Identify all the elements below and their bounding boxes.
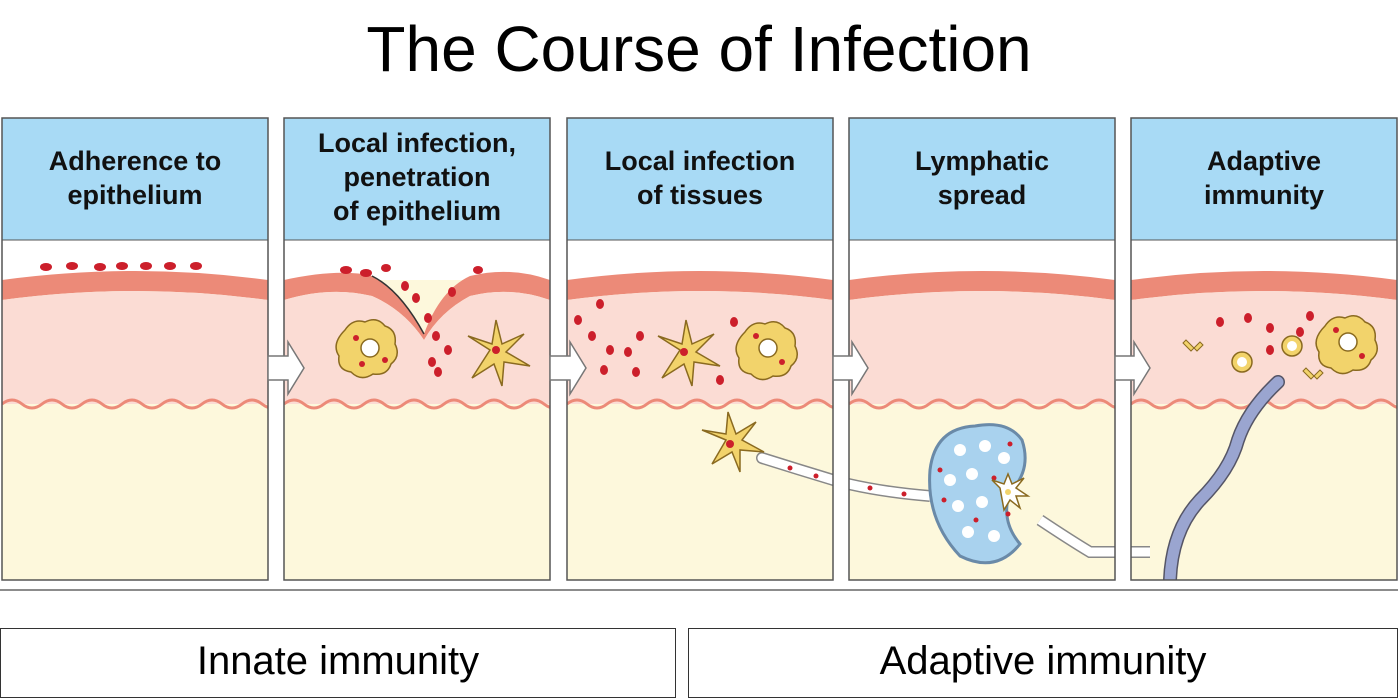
panel-tissue-infection bbox=[567, 118, 833, 580]
panel-adaptive-immunity bbox=[1131, 118, 1397, 580]
dendritic-cell bbox=[467, 319, 531, 387]
lymphatic-vessel bbox=[756, 452, 833, 487]
innate-immunity-box: Innate immunity bbox=[0, 628, 676, 698]
panel-lymphatic-spread bbox=[849, 118, 1115, 580]
panel-penetration bbox=[284, 118, 550, 580]
page-title: The Course of Infection bbox=[366, 13, 1032, 85]
macrophage bbox=[335, 319, 398, 379]
panel-adherence bbox=[2, 118, 268, 580]
panel-header-bg bbox=[2, 118, 268, 240]
lymph-node bbox=[928, 423, 1031, 565]
bacteria-group bbox=[40, 262, 202, 271]
adaptive-immunity-box: Adaptive immunity bbox=[688, 628, 1398, 698]
lymphocytes bbox=[1231, 335, 1303, 373]
basement-membrane bbox=[2, 398, 268, 410]
arrow-icon bbox=[267, 339, 1151, 397]
